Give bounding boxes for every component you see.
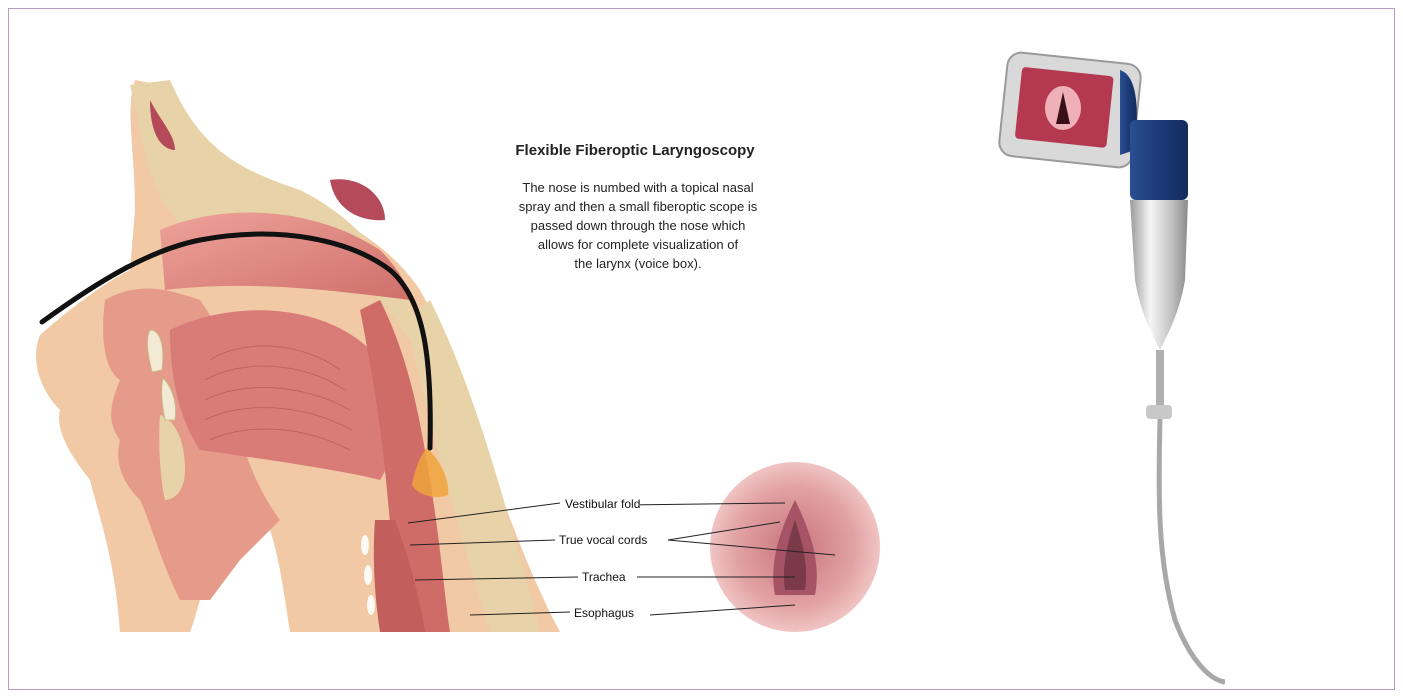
label-vestibular-fold: Vestibular fold <box>565 497 640 511</box>
laryngoscope-device <box>998 51 1225 682</box>
label-true-vocal-cords: True vocal cords <box>559 533 647 547</box>
figure-title: Flexible Fiberoptic Laryngoscopy <box>470 142 800 159</box>
description-line: passed down through the nose which <box>488 216 788 235</box>
description-line: allows for complete visualization of <box>488 235 788 254</box>
label-esophagus: Esophagus <box>574 606 634 620</box>
description-line: spray and then a small fiberoptic scope … <box>488 197 788 216</box>
figure-description: The nose is numbed with a topical nasal … <box>488 178 788 273</box>
description-line: The nose is numbed with a topical nasal <box>488 178 788 197</box>
label-trachea: Trachea <box>582 570 626 584</box>
description-line: the larynx (voice box). <box>488 254 788 273</box>
